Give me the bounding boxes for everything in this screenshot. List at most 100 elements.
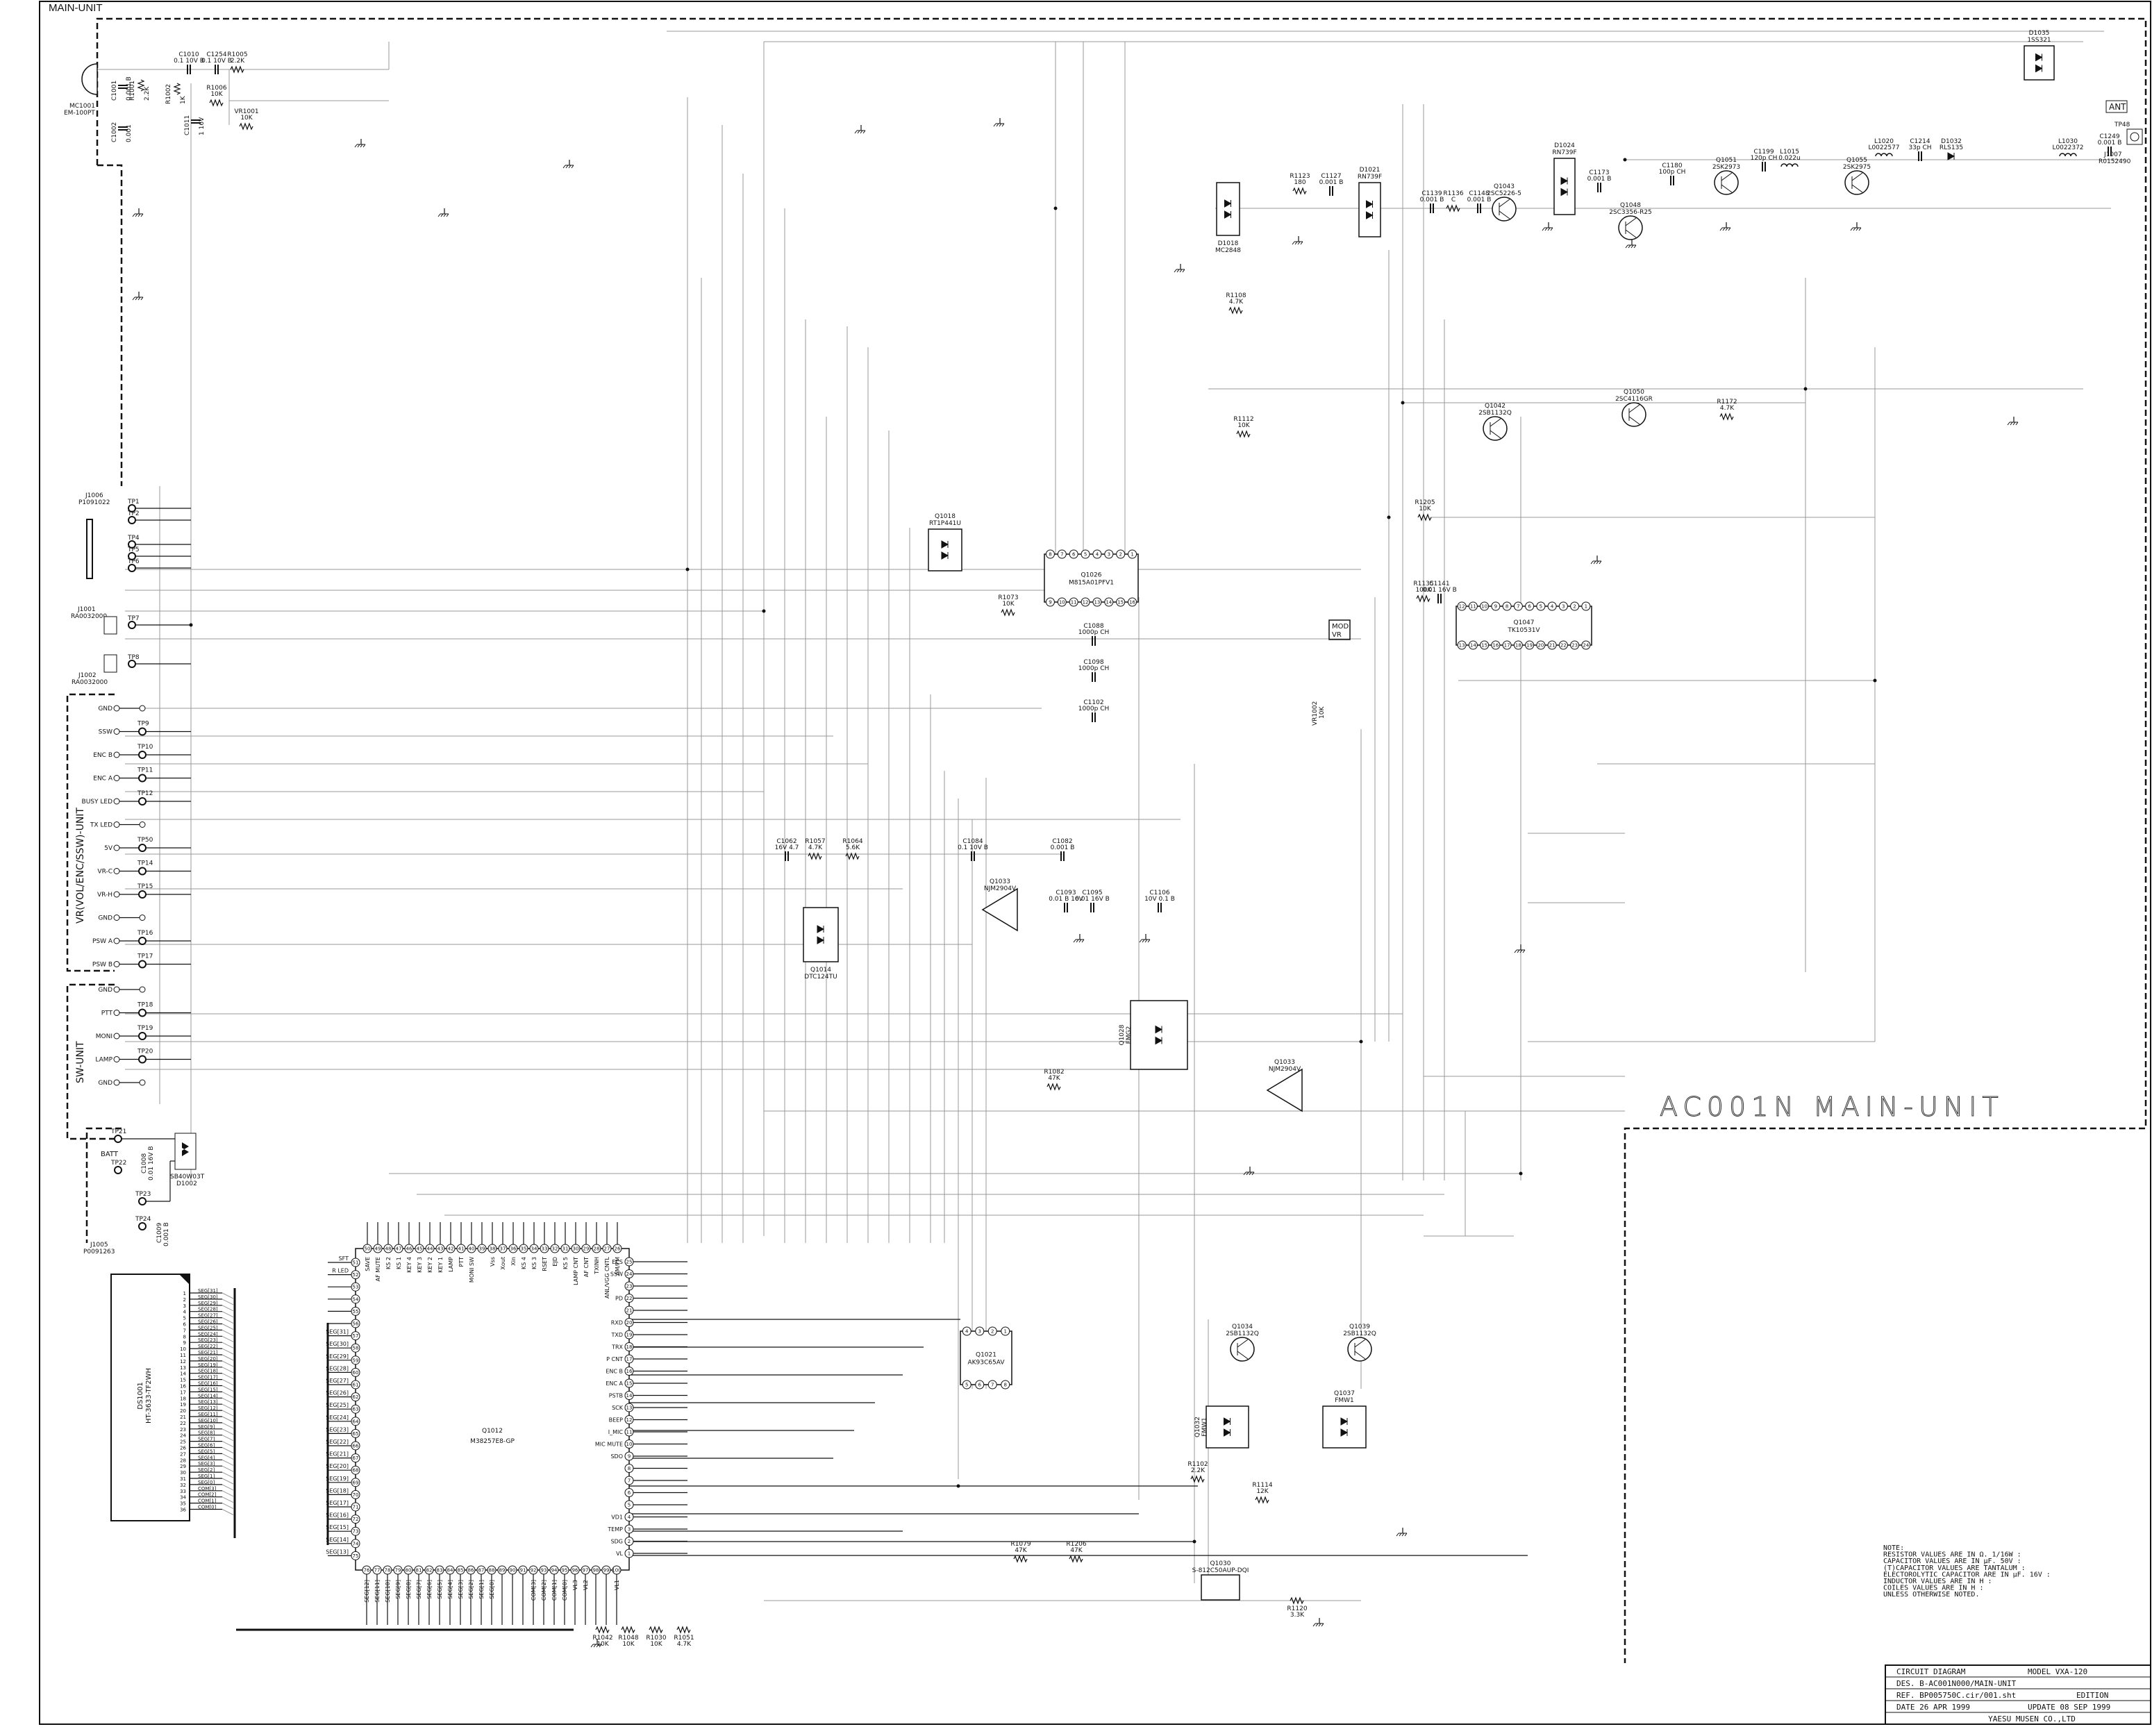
wire xyxy=(222,1317,234,1324)
connector-pin-icon xyxy=(113,1079,120,1086)
test-point-icon xyxy=(138,867,147,876)
pin-icon xyxy=(602,1244,612,1253)
component-value: 10K xyxy=(1002,601,1015,608)
ic-pin: 3 xyxy=(1562,604,1565,610)
transistor-part: 2SK2975 xyxy=(1843,164,1871,171)
mcu-pin: 54 xyxy=(353,1296,359,1302)
component-ref: C1098 xyxy=(1083,659,1103,666)
mcu-pin-label: COM[2] xyxy=(541,1580,547,1601)
lcd-pin-label: COM[3] xyxy=(198,1486,217,1492)
transistor-part: 2SB1132Q xyxy=(1343,1330,1376,1337)
component-ref: R1120 xyxy=(1287,1605,1307,1612)
mcu-pin-label: VL3 xyxy=(572,1580,578,1590)
transistor-symbol xyxy=(1354,1339,1366,1360)
component-ref: C1011 xyxy=(184,115,191,135)
component-value: 10K xyxy=(597,1641,609,1648)
component-ref: C1082 xyxy=(1052,838,1072,845)
component-ref: R1079 xyxy=(1010,1541,1031,1548)
pin-icon xyxy=(1092,549,1102,559)
pin-icon xyxy=(508,1565,517,1575)
pin-icon xyxy=(570,1565,580,1575)
resistor-icon xyxy=(1417,513,1432,521)
pin-icon xyxy=(1491,640,1501,650)
ic-part: AK93C65AV xyxy=(968,1360,1006,1367)
junction-dot xyxy=(1359,1040,1363,1044)
main-unit-boundary xyxy=(96,17,2147,1663)
wire xyxy=(222,1311,234,1318)
ic-body xyxy=(1044,553,1139,603)
lcd-pin-label: SEG[31] xyxy=(198,1288,218,1294)
test-point-label: TP23 xyxy=(135,1191,151,1198)
lcd-pin-label: SEG[19] xyxy=(198,1362,218,1368)
ic-body xyxy=(960,1330,1012,1385)
ic-body xyxy=(1201,1574,1240,1601)
pin-icon xyxy=(1547,601,1557,611)
mcu-pin-label: SEG[1] xyxy=(478,1580,485,1599)
capacitor-icon xyxy=(971,851,975,861)
ic-pin: 15 xyxy=(1117,600,1124,606)
transistor-icon xyxy=(1492,197,1517,222)
capacitor-icon xyxy=(2108,147,2112,156)
pin-icon xyxy=(1104,597,1114,607)
lcd-pin-number: 4 xyxy=(183,1310,187,1315)
connector-pin-label: BUSY LED xyxy=(82,799,113,806)
pin-icon xyxy=(351,1294,360,1304)
pin-icon xyxy=(351,1502,360,1512)
ic-pin: 7 xyxy=(1517,604,1519,610)
pin-icon xyxy=(975,1380,985,1389)
wire xyxy=(222,1391,234,1398)
component-value: 16V 4.7 xyxy=(775,844,799,851)
component-ref: C1106 xyxy=(1149,890,1169,896)
wire xyxy=(222,1428,234,1435)
lcd-ref: DS1001 xyxy=(137,1382,144,1410)
ic-pin: 6 xyxy=(978,1383,982,1388)
ground-icon xyxy=(132,213,144,217)
lcd-pin-label: SEG[26] xyxy=(198,1319,218,1325)
ground-icon xyxy=(1139,939,1151,943)
mcu-pin: 14 xyxy=(626,1393,633,1399)
transistor-ref: Q1034 xyxy=(1232,1324,1253,1330)
resistor-icon xyxy=(173,83,181,95)
mcu-pin: 92 xyxy=(531,1568,537,1574)
connector-pin-label: ENC B xyxy=(93,752,112,759)
ic-pin: 2 xyxy=(1119,552,1121,558)
mcu-pin-label: TRX xyxy=(611,1344,623,1351)
opamp-ref: Q1033 xyxy=(990,878,1010,885)
pin-icon xyxy=(372,1565,382,1575)
note-line: RESISTOR VALUES ARE IN Ω. 1/16W : xyxy=(1883,1551,2021,1559)
mcu-pin: 69 xyxy=(353,1480,359,1485)
test-point-label: TP24 xyxy=(135,1216,151,1223)
mcu-pin-label: SDO xyxy=(610,1453,623,1460)
pin-icon xyxy=(624,1403,634,1412)
component-ref: R1123 xyxy=(1290,173,1310,180)
wire xyxy=(222,1416,234,1423)
test-point-icon xyxy=(114,1166,122,1174)
capacitor-icon xyxy=(1762,162,1766,172)
pin-icon xyxy=(1525,601,1535,611)
pin-icon xyxy=(624,1439,634,1449)
mcu-pin: 12 xyxy=(626,1417,633,1423)
wire xyxy=(222,1478,234,1485)
resistor-icon xyxy=(808,852,822,860)
pin-icon xyxy=(414,1565,424,1575)
package-body xyxy=(803,907,839,962)
mcu-pin: 13 xyxy=(626,1405,633,1411)
component-value: 47K xyxy=(1070,1547,1083,1554)
mcu-pin-label: AM/FM xyxy=(615,1257,621,1276)
mcu-pin: 62 xyxy=(353,1394,359,1400)
lcd-pin-number: 30 xyxy=(180,1470,186,1476)
component-ref: R1073 xyxy=(998,594,1018,601)
unit-label: MAIN-UNIT xyxy=(49,2,103,14)
component-value: 10K xyxy=(240,115,253,122)
lcd-pin-label: SEG[24] xyxy=(198,1331,218,1337)
junction-dot xyxy=(685,567,690,571)
mcu-pin: 38 xyxy=(490,1246,496,1252)
connector-pin-icon xyxy=(113,821,120,828)
mcu-pin-label: SEG[29] xyxy=(326,1353,349,1360)
lcd-pin-label: SEG[18] xyxy=(198,1369,218,1374)
capacitor-icon xyxy=(1670,176,1674,185)
mcu-pin-label: SEG[14] xyxy=(326,1537,349,1543)
component-value: 0.01 16V B xyxy=(1422,587,1457,594)
diode-icon xyxy=(1224,1417,1231,1426)
